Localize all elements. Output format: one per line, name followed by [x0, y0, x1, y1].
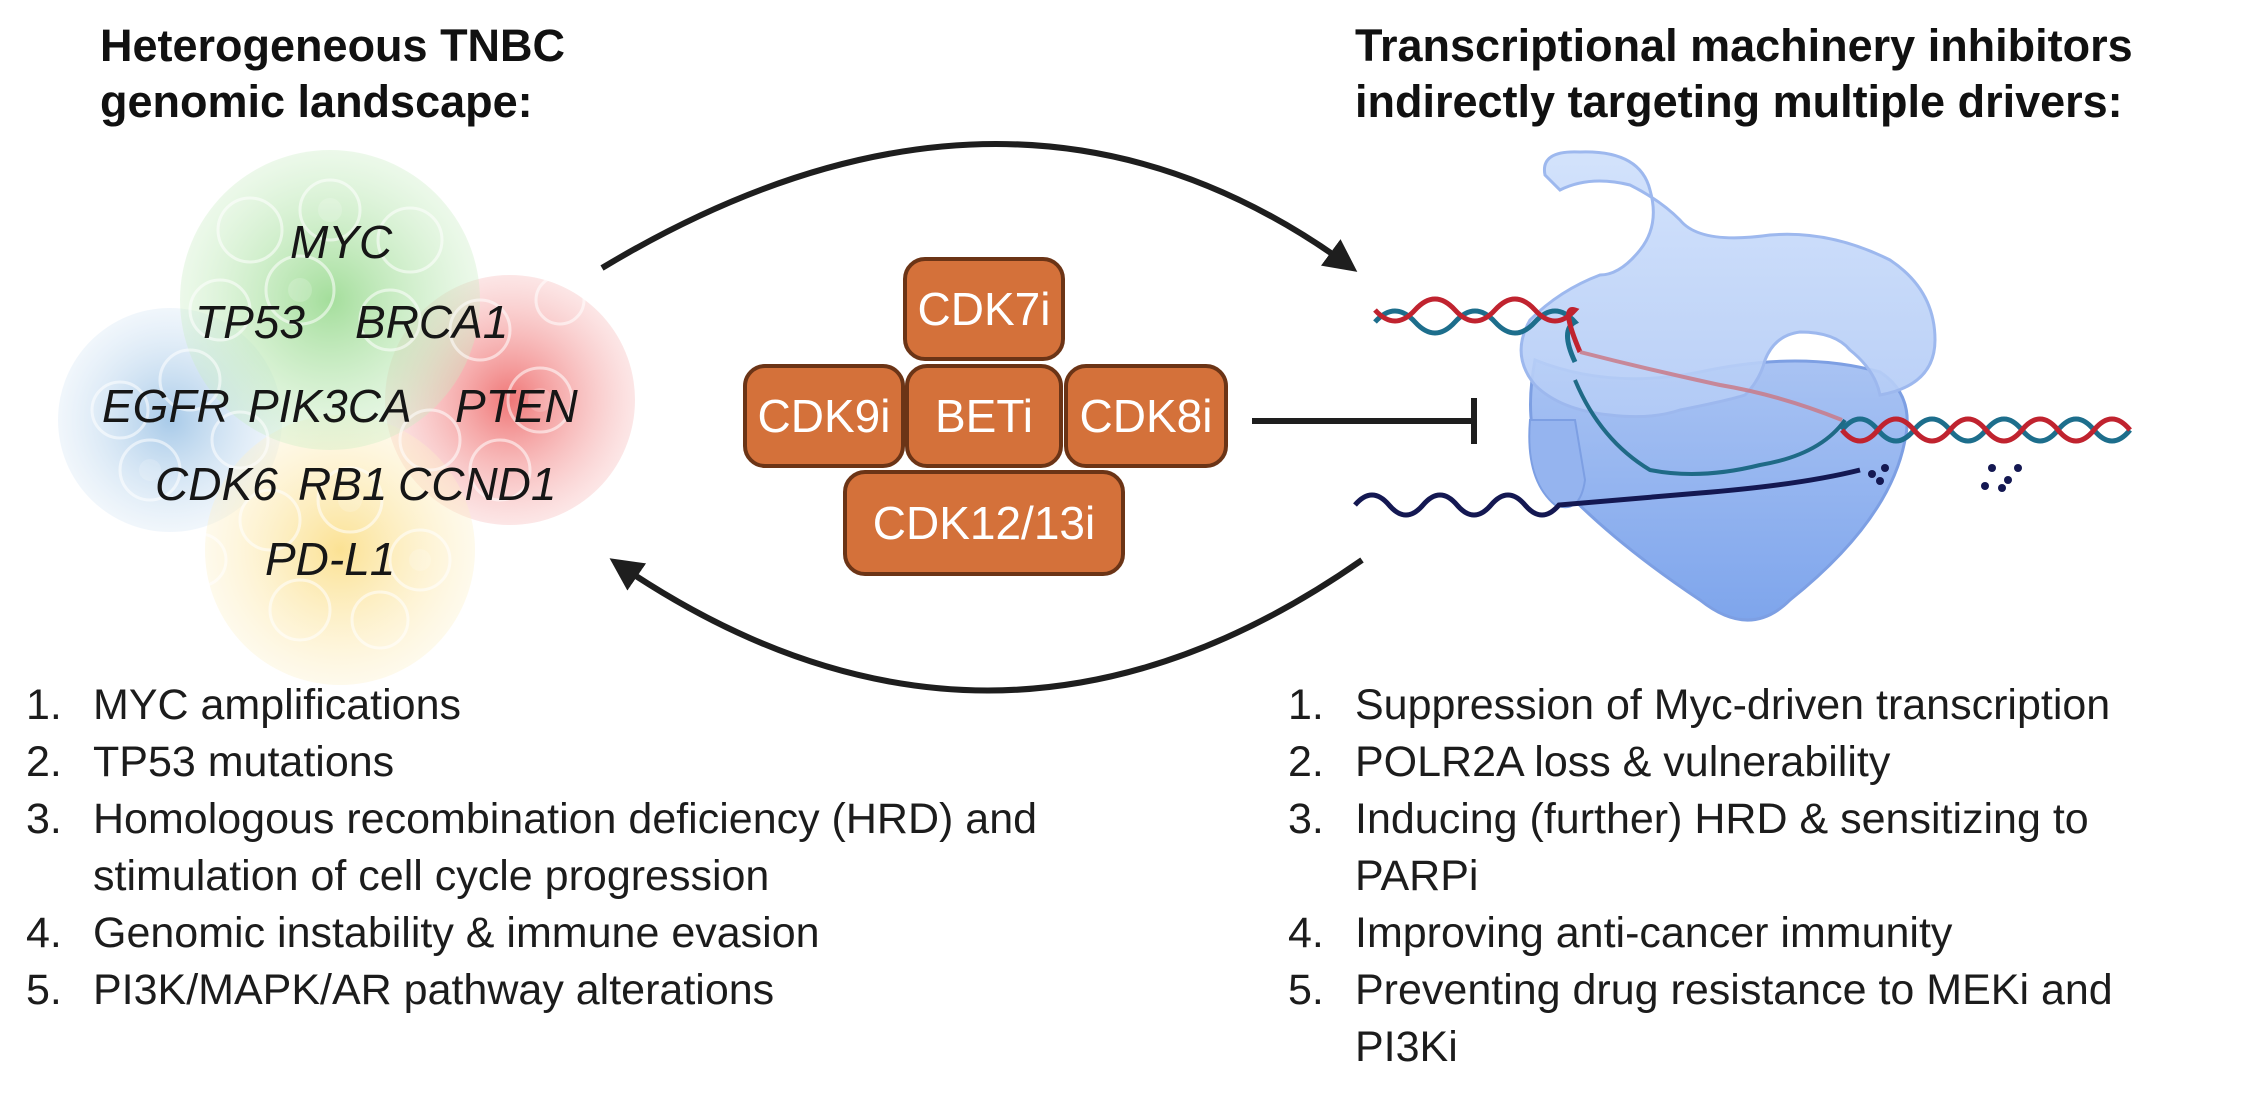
- left-list-item: 5. PI3K/MAPK/AR pathway alterations: [26, 962, 1226, 1019]
- inhibitor-box-cdk12-13i: CDK12/13i: [843, 470, 1125, 576]
- right-heading-line-1: Transcriptional machinery inhibitors: [1355, 20, 2133, 71]
- inhibitor-label-cdk7i: CDK7i: [918, 283, 1051, 335]
- right-list-item: 4. Improving anti-cancer immunity: [1288, 905, 2253, 962]
- gene-label-myc: MYC: [290, 216, 393, 268]
- inhibitor-label-cdk9i: CDK9i: [758, 390, 891, 442]
- mrna-fragments: [1868, 464, 2022, 492]
- list-text: PI3K/MAPK/AR pathway alterations: [93, 966, 775, 1014]
- gene-label-pik3ca: PIK3CA: [248, 380, 412, 432]
- right-list-item: 2. POLR2A loss & vulnerability: [1288, 734, 2253, 791]
- cell-region-green: [180, 150, 480, 450]
- list-number: 5.: [26, 966, 62, 1014]
- left-list-item: 3. Homologous recombination deficiency (…: [26, 791, 1166, 905]
- list-text: Preventing drug resistance to MEKi and P…: [1355, 966, 2113, 1071]
- list-number: 2.: [26, 738, 62, 786]
- right-heading-line-2: indirectly targeting multiple drivers:: [1355, 76, 2123, 127]
- polymerase-channel: [1573, 379, 1847, 476]
- left-list-item: 4. Genomic instability & immune evasion: [26, 905, 1226, 962]
- right-list-item: 1. Suppression of Myc-driven transcripti…: [1288, 677, 2253, 734]
- list-text: Homologous recombination deficiency (HRD…: [93, 795, 1038, 900]
- gene-label-cdk6: CDK6: [155, 458, 278, 510]
- gene-label-tp53: TP53: [195, 296, 305, 348]
- list-number: 1.: [1288, 681, 1324, 729]
- right-effect-list: 1. Suppression of Myc-driven transcripti…: [1288, 677, 2253, 1076]
- list-text: Suppression of Myc-driven transcription: [1355, 681, 2111, 729]
- inhibitor-box-beti: BETi: [905, 364, 1063, 468]
- rna-polymerase-illustration: [1353, 150, 2132, 622]
- dna-strand-red-right: [1840, 416, 2132, 444]
- list-text: Inducing (further) HRD & sensitizing to …: [1355, 795, 2089, 900]
- dna-strand-red-left: [1373, 296, 1583, 353]
- inhibitor-box-cdk8i: CDK8i: [1064, 364, 1228, 468]
- inhibitor-label-beti: BETi: [935, 390, 1033, 442]
- list-number: 3.: [1288, 795, 1324, 843]
- list-number: 4.: [26, 909, 62, 957]
- list-text: MYC amplifications: [93, 681, 461, 729]
- inhibition-line: [1252, 398, 1477, 444]
- left-list-item: 2. TP53 mutations: [26, 734, 1226, 791]
- right-panel-heading: Transcriptional machinery inhibitors ind…: [1355, 18, 2253, 130]
- gene-label-pd-l1: PD-L1: [265, 533, 395, 585]
- gene-label-pten: PTEN: [455, 380, 578, 432]
- gene-label-egfr: EGFR: [102, 380, 230, 432]
- right-list-item: 3. Inducing (further) HRD & sensitizing …: [1288, 791, 2253, 905]
- gene-label-brca1: BRCA1: [355, 296, 508, 348]
- arrow-top-curve: [600, 141, 1358, 272]
- dna-strand-red-internal: [1579, 350, 1843, 422]
- list-number: 5.: [1288, 966, 1324, 1014]
- left-panel-heading: Heterogeneous TNBC genomic landscape:: [100, 18, 800, 130]
- mrna-strand: [1353, 467, 1861, 518]
- polymerase-upper-lobe: [1519, 150, 1937, 419]
- right-list-item: 5. Preventing drug resistance to MEKi an…: [1288, 962, 2253, 1076]
- list-text: POLR2A loss & vulnerability: [1355, 738, 1891, 786]
- arrow-bottom-curve: [609, 557, 1364, 694]
- inhibitor-label-cdk12-13i: CDK12/13i: [873, 497, 1095, 549]
- list-number: 3.: [26, 795, 62, 843]
- dna-strand-blue-left: [1373, 308, 1580, 364]
- gene-label-rb1: RB1: [298, 458, 387, 510]
- list-number: 4.: [1288, 909, 1324, 957]
- list-number: 2.: [1288, 738, 1324, 786]
- left-list-item: 1. MYC amplifications: [26, 677, 1226, 734]
- inhibitor-box-cdk7i: CDK7i: [903, 257, 1065, 361]
- left-heading-line-2: genomic landscape:: [100, 76, 533, 127]
- list-text: Improving anti-cancer immunity: [1355, 909, 1953, 957]
- inhibitor-label-cdk8i: CDK8i: [1080, 390, 1213, 442]
- list-number: 1.: [26, 681, 62, 729]
- tumor-cell-cluster: [58, 150, 635, 685]
- list-text: Genomic instability & immune evasion: [93, 909, 820, 957]
- left-driver-list: 1. MYC amplifications 2. TP53 mutations …: [26, 677, 1226, 1019]
- list-text: TP53 mutations: [93, 738, 395, 786]
- gene-label-ccnd1: CCND1: [398, 458, 556, 510]
- polymerase-left-foot: [1528, 419, 1587, 509]
- left-heading-line-1: Heterogeneous TNBC: [100, 20, 566, 71]
- inhibitor-box-cdk9i: CDK9i: [743, 364, 905, 468]
